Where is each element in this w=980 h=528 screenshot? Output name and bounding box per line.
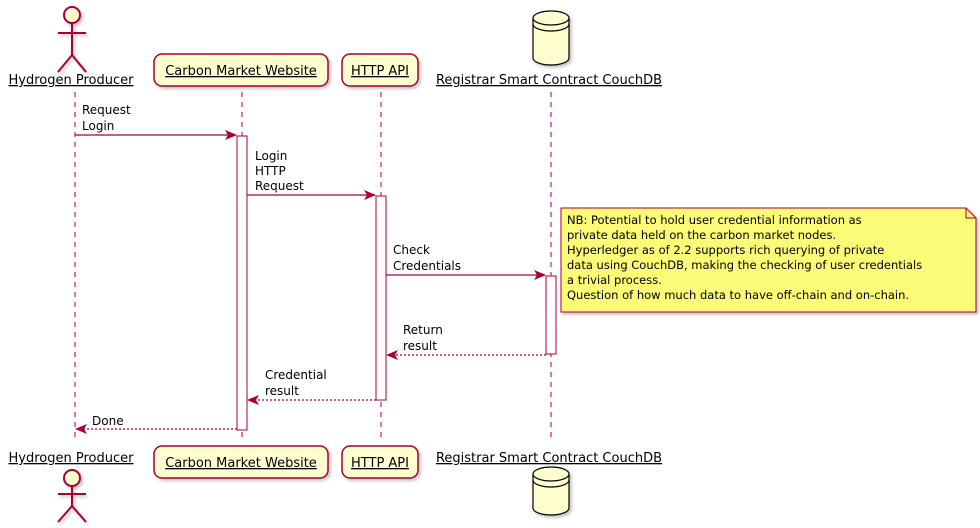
participants-bottom: Hydrogen Producer Carbon Market Website … xyxy=(9,445,662,523)
participant-box-api-bottom xyxy=(341,445,419,479)
participant-box-website xyxy=(153,53,329,87)
messages: Request Login Login HTTP Request Check C… xyxy=(75,103,546,434)
note: NB: Potential to hold user credential in… xyxy=(560,207,977,313)
message-label: Request xyxy=(255,179,304,193)
message-label: Login xyxy=(82,119,114,133)
note-line: data using CouchDB, making the checking … xyxy=(567,258,922,272)
note-line: Question of how much data to have off-ch… xyxy=(567,288,909,302)
database-icon xyxy=(532,10,570,66)
activation-api xyxy=(375,195,387,401)
participant-label-couchdb-bottom: Registrar Smart Contract CouchDB xyxy=(436,451,662,466)
participant-label-producer: Hydrogen Producer xyxy=(9,73,135,88)
participant-label-api-bottom: HTTP API xyxy=(351,456,409,471)
actor-icon xyxy=(57,469,87,523)
note-box xyxy=(560,207,977,313)
activations xyxy=(236,135,557,431)
note-line: private data held on the carbon market n… xyxy=(567,228,836,242)
message-label: Credential xyxy=(265,368,327,382)
lifelines xyxy=(74,92,552,442)
message-label: Credentials xyxy=(393,259,461,273)
participant-label-website-bottom: Carbon Market Website xyxy=(165,456,317,471)
message-label: Login xyxy=(255,149,287,163)
activation-couchdb xyxy=(545,275,557,355)
message-label: Done xyxy=(92,414,124,428)
participant-label-api: HTTP API xyxy=(351,64,409,79)
participant-box-website-bottom xyxy=(153,445,329,479)
participant-label-couchdb: Registrar Smart Contract CouchDB xyxy=(436,73,662,88)
message-label: Check xyxy=(393,243,430,257)
note-corner xyxy=(965,208,976,219)
database-icon xyxy=(532,466,570,516)
message-label: result xyxy=(403,339,437,353)
activation-website xyxy=(236,135,248,431)
note-line: a trivial process. xyxy=(567,273,662,287)
message-label: Request xyxy=(82,103,131,117)
note-line: Hyperledger as of 2.2 supports rich quer… xyxy=(567,243,884,257)
actor-icon xyxy=(57,6,87,73)
participant-label-website: Carbon Market Website xyxy=(165,64,317,79)
message-label: HTTP xyxy=(255,164,286,178)
participants-top: Hydrogen Producer Carbon Market Website … xyxy=(9,6,662,88)
note-line: NB: Potential to hold user credential in… xyxy=(567,213,862,227)
participant-label-producer-bottom: Hydrogen Producer xyxy=(9,451,135,466)
message-label: Return xyxy=(403,323,443,337)
participant-box-api xyxy=(341,53,419,87)
message-label: result xyxy=(265,384,299,398)
